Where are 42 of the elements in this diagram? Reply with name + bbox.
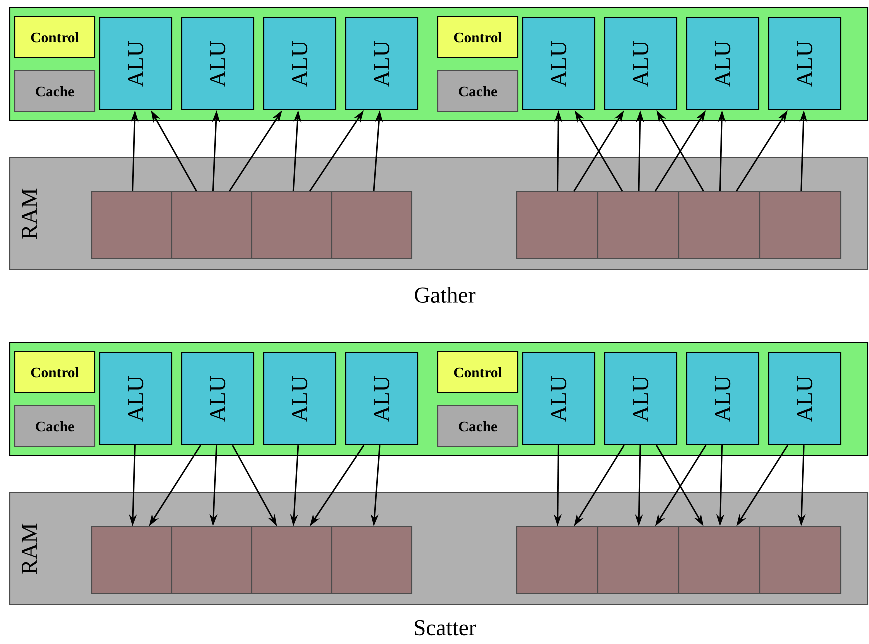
- alu-box: ALU: [522, 17, 596, 111]
- cache-box: Cache: [437, 70, 519, 113]
- alu-box: ALU: [768, 17, 842, 111]
- memory-cell: [516, 526, 599, 595]
- memory-cell: [516, 191, 599, 260]
- caption: Scatter: [415, 620, 476, 636]
- alu-box: ALU: [181, 352, 255, 446]
- memory-cell: [759, 191, 842, 260]
- memory-cell: [331, 191, 413, 260]
- memory-cell: [331, 526, 413, 595]
- memory-cell: [171, 191, 253, 260]
- alu-box: ALU: [686, 17, 760, 111]
- memory-cell: [251, 526, 333, 595]
- alu-box: ALU: [768, 352, 842, 446]
- alu-box: ALU: [99, 352, 173, 446]
- cache-box: Cache: [14, 70, 96, 113]
- memory-cell: [759, 526, 842, 595]
- caption: Gather: [415, 287, 476, 303]
- memory-cell: [171, 526, 253, 595]
- alu-box: ALU: [99, 17, 173, 111]
- alu-box: ALU: [686, 352, 760, 446]
- memory-cell: [597, 526, 680, 595]
- alu-box: ALU: [263, 17, 337, 111]
- alu-box: ALU: [522, 352, 596, 446]
- memory-cell: [91, 526, 173, 595]
- alu-box: ALU: [181, 17, 255, 111]
- memory-cell: [597, 191, 680, 260]
- memory-cell: [91, 191, 173, 260]
- memory-cell: [678, 191, 761, 260]
- control-box: Control: [437, 16, 519, 59]
- cache-box: Cache: [14, 405, 96, 448]
- alu-box: ALU: [604, 17, 678, 111]
- alu-box: ALU: [345, 352, 419, 446]
- cache-box: Cache: [437, 405, 519, 448]
- alu-box: ALU: [345, 17, 419, 111]
- control-box: Control: [437, 351, 519, 394]
- control-box: Control: [14, 351, 96, 394]
- memory-cell: [678, 526, 761, 595]
- memory-cell: [251, 191, 333, 260]
- alu-box: ALU: [263, 352, 337, 446]
- control-box: Control: [14, 16, 96, 59]
- alu-box: ALU: [604, 352, 678, 446]
